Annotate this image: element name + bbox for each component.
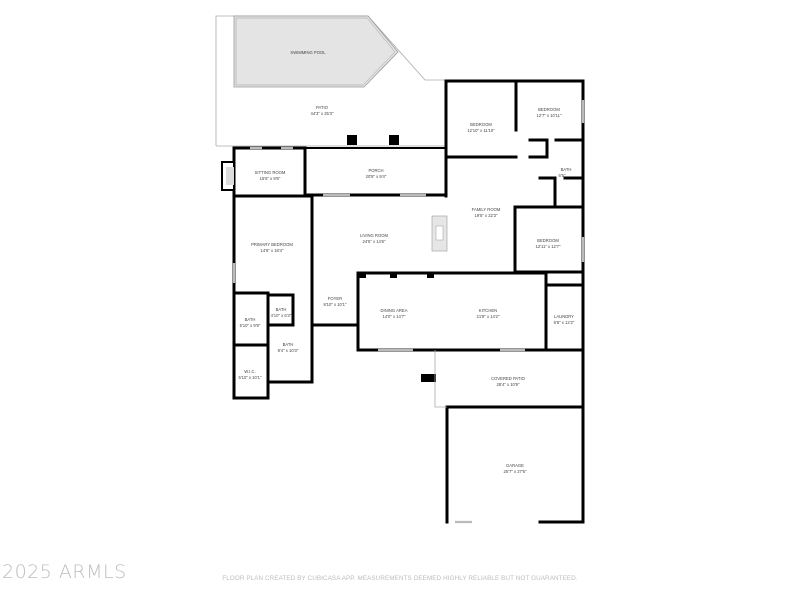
fireplace [221,161,235,191]
room-size-bedroom: 12'7" x 10'11" [537,113,562,118]
room-size-sitting-room: 15'6" x 9'6" [260,176,281,181]
room-label-bedroom: BEDROOM [470,122,492,127]
room-label-laundry: LAUNDRY [554,314,574,319]
room-label-bath: BATH [561,167,572,172]
room-size-family-room: 19'5" x 22'3" [475,213,498,218]
room-label-bath: BATH [276,307,287,312]
room-label-dining-area: DINING AREA [381,308,408,313]
room-size-kitchen: 21'8" x 14'2" [477,314,500,319]
covered-patio-outline [434,350,447,408]
room-label-family-room: FAMILY ROOM [472,207,501,212]
room-size-living-room: 24'5" x 14'6" [363,239,386,244]
room-size-bath: 4'10" x 6'3" [271,313,292,318]
room-size-bedroom: 12'11" x 12'7" [536,244,561,249]
room-label-covered-patio: COVERED PATIO [491,376,526,381]
room-size-garage: 25'7" x 27'6" [504,469,527,474]
room-size-wic: 5'10" x 10'1" [239,375,262,380]
room-label-kitchen: KITCHEN [479,308,497,313]
room-size-bath: 5'10" x 9'9" [240,323,261,328]
room-label-bath: BATH [245,317,256,322]
column [389,135,399,145]
room-size-bath: 8'4" x 10'3" [278,348,299,353]
room-size-dining-area: 14'0" x 14'7" [383,314,406,319]
copyright-watermark: 2025 ARMLS [2,561,127,583]
column [347,135,357,145]
room-label-foyer: FOYER [328,296,342,301]
room-label-patio: PATIO [316,105,329,110]
room-label-porch: PORCH [368,168,383,173]
room-size-bath: 6'5" [559,173,566,178]
windows [232,100,585,524]
room-label-garage: GARAGE [506,463,524,468]
room-label-primary-bedroom: PRIMARY BEDROOM [251,242,293,247]
room-label-pool: SWIMMING POOL [290,50,326,55]
room-size-foyer: 8'10" x 10'1" [324,302,347,307]
room-label-bedroom: BEDROOM [538,107,560,112]
room-label-wic: W.I.C. [244,369,255,374]
room-size-porch: 20'8" x 9'4" [366,174,387,179]
room-size-bedroom: 12'10" x 11'10" [467,128,495,133]
swimming-pool [233,15,399,88]
room-size-primary-bedroom: 14'6" x 18'4" [261,248,284,253]
room-label-bath: BATH [283,342,294,347]
room-size-covered-patio: 28'4" x 10'9" [497,382,520,387]
disclaimer-text: FLOOR PLAN CREATED BY CUBICASA APP. MEAS… [222,575,578,582]
room-size-patio: 44'3" x 25'3" [311,111,334,116]
room-label-bedroom: BEDROOM [537,238,559,243]
room-label-sitting-room: SITTING ROOM [255,170,286,175]
room-label-living-room: LIVING ROOM [360,233,388,238]
fireplace [431,215,448,252]
room-size-laundry: 6'8" x 12'2" [554,320,575,325]
